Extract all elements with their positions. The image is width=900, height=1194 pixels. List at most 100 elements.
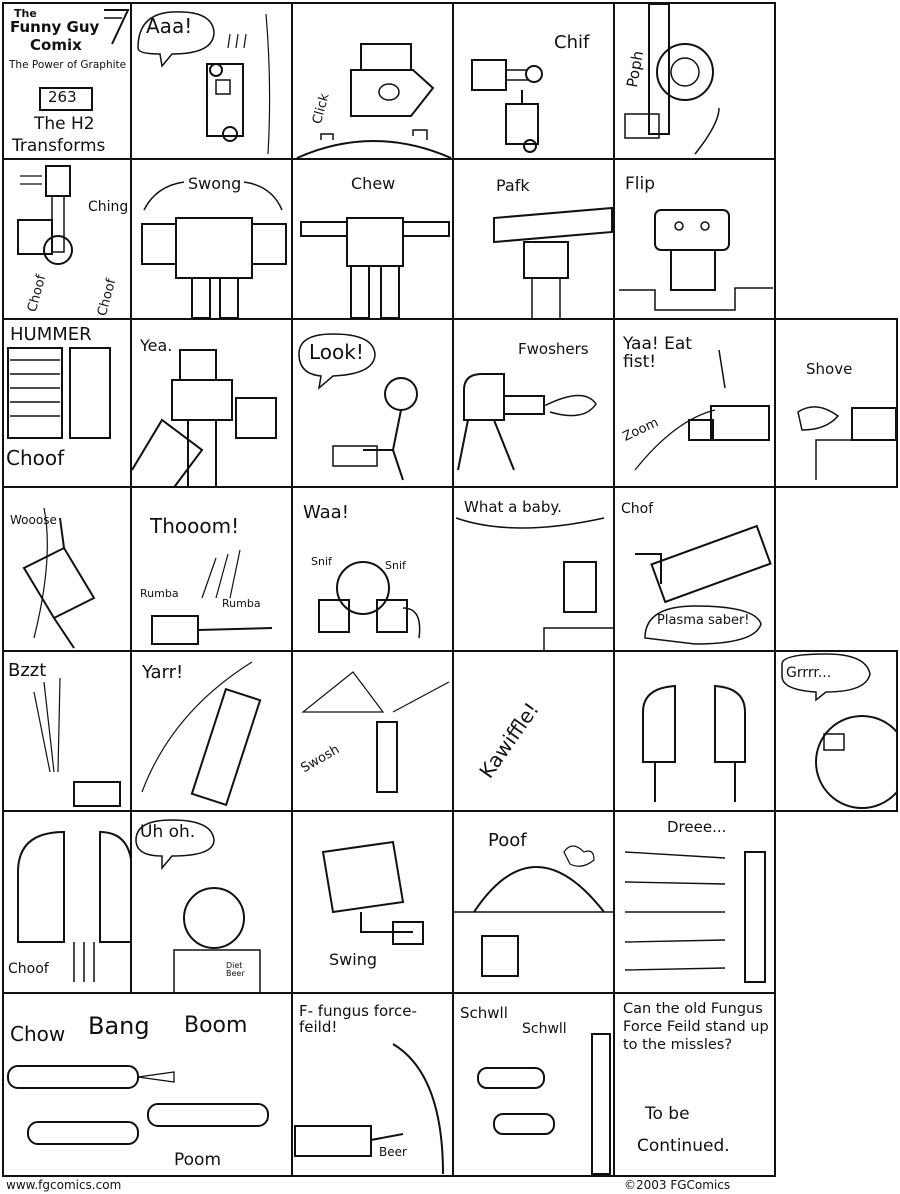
closing-question: Can the old Fungus Force Feild stand up …	[623, 1001, 769, 1054]
sfx-choof: Choof	[8, 961, 49, 977]
sfx-schwll-left: Schwll	[460, 1004, 508, 1022]
sfx-ching: Ching	[88, 199, 129, 215]
character-landing-art	[151, 549, 273, 645]
panel-r3-2: Yea.	[130, 318, 293, 488]
panel-r4-3: Waa! Snif Snif	[291, 486, 454, 652]
saber-strike-art	[301, 671, 450, 793]
robot-crying-art	[318, 561, 421, 639]
missiles-approaching-art	[477, 1033, 611, 1175]
sfx-pafk: Pafk	[496, 176, 530, 195]
sfx-poof: Poof	[488, 830, 527, 851]
panel-r1-3: Click	[291, 2, 454, 160]
panel-r3-5: Yaa! Eat fist! Zoom	[613, 318, 776, 488]
sfx-swong: Swong	[188, 174, 242, 193]
brand-line-2: Funny Guy	[10, 18, 100, 36]
panel-r3-1: HUMMER Choof	[2, 318, 132, 488]
sfx-boom: Boom	[184, 1013, 248, 1038]
panel-r4-4: What a baby.	[452, 486, 615, 652]
saber-ignite-art	[33, 677, 121, 807]
panel-r2-2: Swong	[130, 158, 293, 320]
sfx-snif-right: Snif	[385, 559, 406, 572]
robot-closing-art	[17, 830, 130, 982]
robot-growling-art	[781, 653, 896, 809]
sfx-schwll-right: Schwll	[522, 1021, 567, 1037]
speech-yaa-eat-fist: Yaa! Eat fist!	[623, 334, 692, 372]
subtitle: The Power of Graphite	[9, 59, 127, 71]
panel-r4-2: Thooom! Rumba Rumba	[130, 486, 293, 652]
robot-shielding-art	[294, 1043, 444, 1175]
panel-r2-3: Chew	[291, 158, 454, 320]
sfx-aaa: Aaa!	[146, 14, 193, 38]
panel-r6-5: Dreee...	[613, 810, 776, 994]
panel-r3-4: Fwoshers	[452, 318, 615, 488]
speech-uh-oh: Uh oh.	[140, 822, 196, 842]
panel-r6-3: Swing	[291, 810, 454, 994]
sfx-flip: Flip	[625, 174, 656, 194]
robot-firing-fist-art	[457, 373, 597, 471]
speech-look: Look!	[309, 340, 364, 364]
force-field-dome-art	[454, 845, 613, 977]
hummer-grille-art	[7, 347, 111, 439]
label-beer: Beer	[379, 1145, 407, 1159]
robot-unfolding-art	[17, 165, 73, 265]
speech-yea: Yea.	[140, 336, 173, 355]
truck-tumbling-art	[137, 11, 271, 155]
panel-r7-1: Chow Bang Boom Poom	[2, 992, 293, 1177]
sfx-rumba-left: Rumba	[140, 587, 179, 600]
robot-arm-swing-art	[321, 840, 424, 945]
panel-r2-4: Pafk	[452, 158, 615, 320]
closing-continued: Continued.	[637, 1136, 730, 1156]
panel-r3-3: Look!	[291, 318, 454, 488]
closing-to-be: To be	[645, 1104, 690, 1124]
robot-looking-art	[455, 517, 613, 650]
robot-arms-out-art	[300, 217, 450, 318]
panel-r2-1: Ching Choof Choof	[2, 158, 132, 320]
sfx-chow: Chow	[10, 1022, 66, 1046]
robot-drawing-saber-art	[635, 524, 772, 645]
robot-head-emerging-art	[493, 206, 613, 318]
character-flung-art	[22, 507, 96, 649]
sfx-wooose: Wooose	[10, 513, 57, 527]
footer-website: www.fgcomics.com	[6, 1178, 122, 1192]
sfx-swing: Swing	[329, 950, 377, 969]
label-diet-beer: Diet Beer	[226, 961, 245, 979]
robot-head-popping-art	[624, 4, 720, 155]
robot-split-art	[642, 684, 746, 802]
panel-r4-1: Wooose	[2, 486, 132, 652]
panel-r6-4: Poof	[452, 810, 615, 994]
panel-r5-2: Yarr!	[130, 650, 293, 812]
character-worried-art	[135, 819, 261, 992]
episode-title-line-2: Transforms	[12, 136, 106, 156]
speech-waa: Waa!	[303, 502, 349, 523]
fist-flying-art	[634, 349, 770, 471]
panel-r1-5: Poph	[613, 2, 776, 160]
robot-standing-art	[132, 349, 277, 486]
speech-yarr: Yarr!	[142, 662, 184, 683]
panel-r1-4: Chif	[452, 2, 615, 160]
panel-r6-1: Choof	[2, 810, 132, 994]
panel-r7-4-closing: Can the old Fungus Force Feild stand up …	[613, 992, 776, 1177]
robot-head-flipped-art	[619, 209, 773, 311]
sfx-thooom: Thooom!	[150, 514, 240, 538]
sfx-chof: Chof	[621, 501, 654, 517]
panel-r5-3: Swosh	[291, 650, 454, 812]
truck-arm-extending-art	[471, 59, 543, 153]
fist-impact-art	[797, 406, 896, 480]
panel-r4-5: Chof Plasma saber!	[613, 486, 776, 652]
panel-r6-2: Uh oh. Diet Beer	[130, 810, 293, 994]
panel-r3-6: Shove	[774, 318, 898, 488]
title-logo-art	[39, 9, 130, 111]
sfx-snif-left: Snif	[311, 555, 332, 568]
panel-r5-5	[613, 650, 776, 812]
hand-pressing-button-art	[296, 43, 452, 158]
sfx-kawiffle: Kawiffle!	[474, 697, 544, 783]
missiles-firing-art	[7, 1065, 269, 1145]
panel-r5-1: Bzzt	[2, 650, 132, 812]
brand-line-3: Comix	[30, 36, 82, 54]
speech-fungus-force-feild: F- fungus force-feild!	[299, 1002, 417, 1036]
sfx-poom: Poom	[174, 1150, 222, 1170]
sfx-rumba-right: Rumba	[222, 597, 261, 610]
sfx-chew: Chew	[351, 174, 396, 193]
sfx-chif: Chif	[554, 32, 590, 53]
